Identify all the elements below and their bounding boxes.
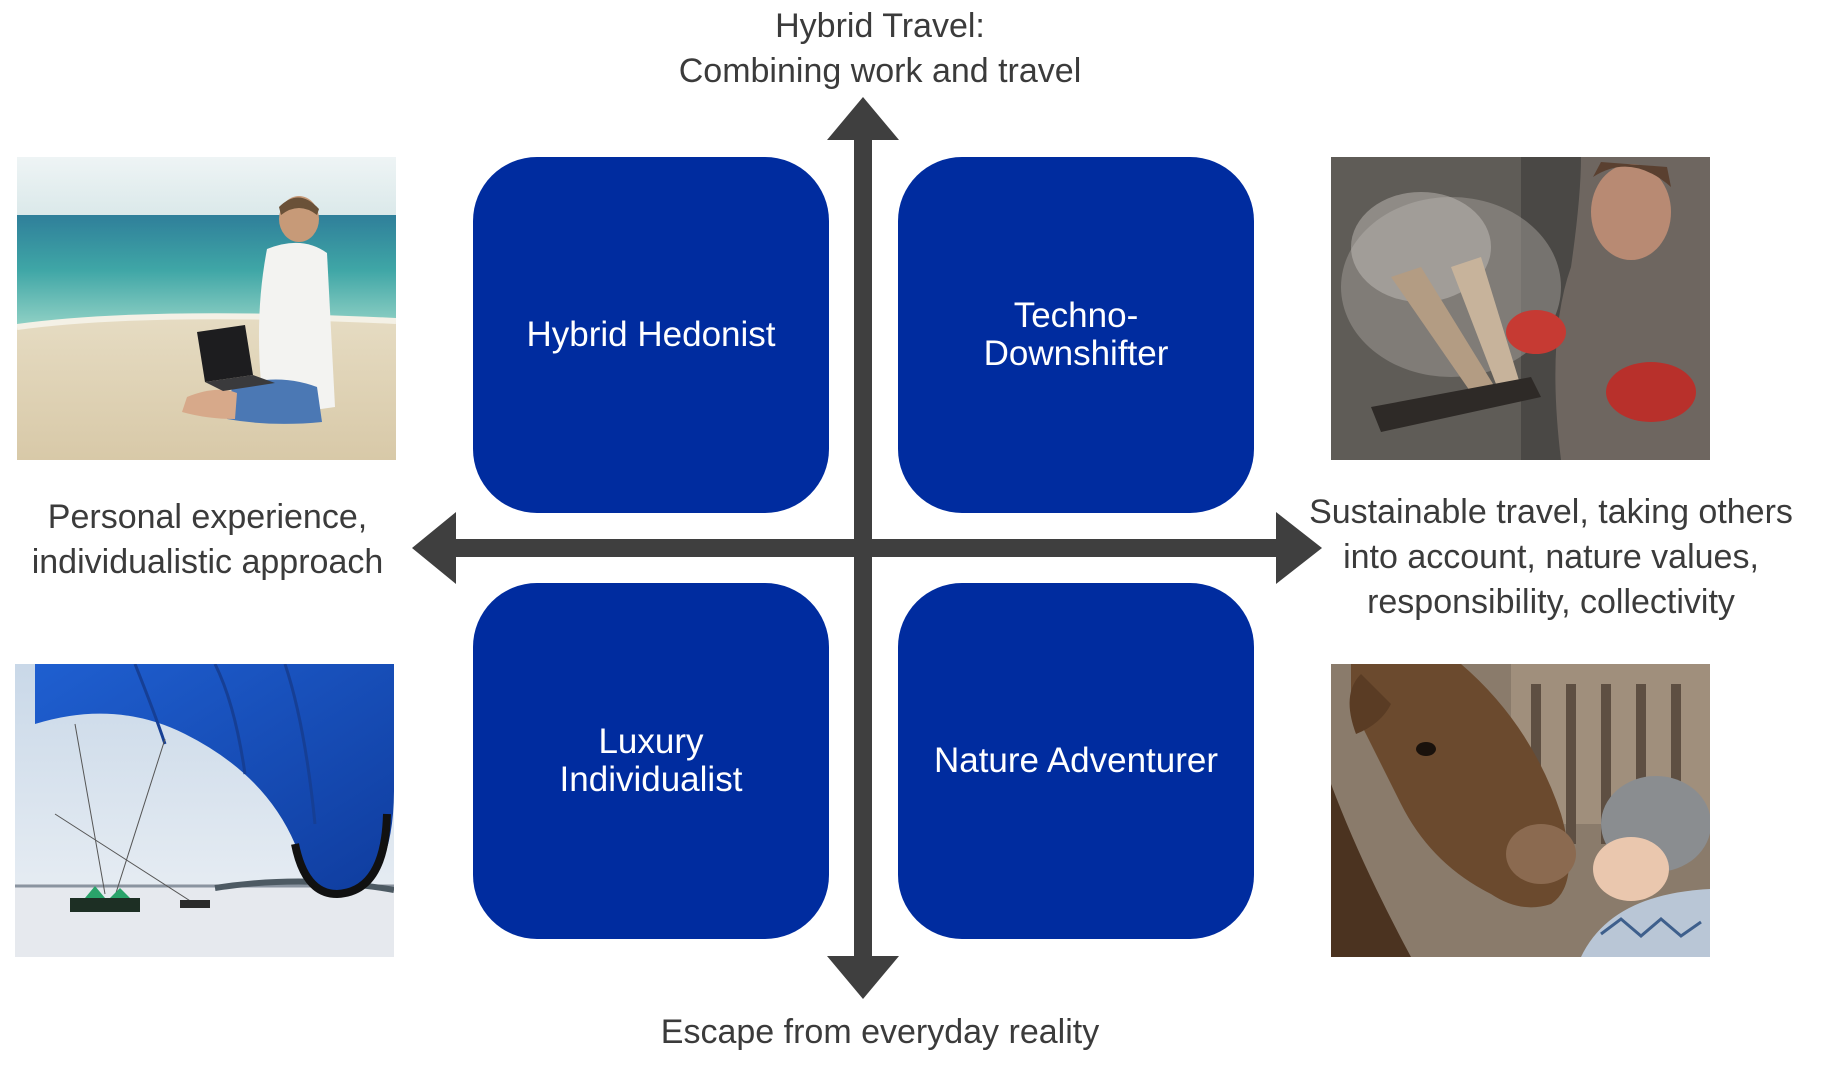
quadrant-label-line-1: Luxury xyxy=(598,722,704,761)
axis-label-right-line-3: responsibility, collectivity xyxy=(1367,583,1735,621)
arrow-left-icon xyxy=(412,512,456,584)
axis-label-bottom-line-1: Escape from everyday reality xyxy=(660,1013,1100,1051)
axis-label-left-line-2: individualistic approach xyxy=(31,543,384,581)
axis-label-bottom: Escape from everyday reality xyxy=(560,1010,1200,1055)
quadrant-techno-downshifter: Techno- Downshifter xyxy=(898,157,1254,513)
quadrant-hybrid-hedonist: Hybrid Hedonist xyxy=(473,157,829,513)
horizontal-axis xyxy=(448,539,1284,557)
quadrant-nature-adventurer: Nature Adventurer xyxy=(898,583,1254,939)
axis-label-left-line-1: Personal experience, xyxy=(47,498,368,536)
axis-label-left: Personal experience, individualistic app… xyxy=(0,495,415,585)
kite-surfing-on-snow-photo xyxy=(15,664,394,957)
man-with-laptop-on-beach-photo xyxy=(17,157,396,460)
axis-label-top: Hybrid Travel: Combining work and travel xyxy=(560,4,1200,94)
quadrant-label-line-1: Techno- xyxy=(1013,296,1139,335)
axis-label-right-line-1: Sustainable travel, taking others xyxy=(1309,493,1793,531)
axis-label-top-line-2: Combining work and travel xyxy=(678,52,1082,90)
axis-label-right-line-2: into account, nature values, xyxy=(1343,538,1759,576)
quadrant-label: Nature Adventurer xyxy=(933,741,1219,780)
quadrant-luxury-individualist: Luxury Individualist xyxy=(473,583,829,939)
child-kissing-moose-photo xyxy=(1331,664,1710,957)
arrow-up-icon xyxy=(827,97,899,140)
quadrant-label: Hybrid Hedonist xyxy=(526,315,776,354)
arrow-right-icon xyxy=(1276,512,1322,584)
axis-label-right: Sustainable travel, taking others into a… xyxy=(1285,490,1817,625)
arrow-down-icon xyxy=(827,956,899,999)
axis-label-top-line-1: Hybrid Travel: xyxy=(775,7,985,45)
man-lighting-campfire-photo xyxy=(1331,157,1710,460)
quadrant-label-line-2: Individualist xyxy=(559,760,743,799)
quadrant-label-line-2: Downshifter xyxy=(983,334,1169,373)
